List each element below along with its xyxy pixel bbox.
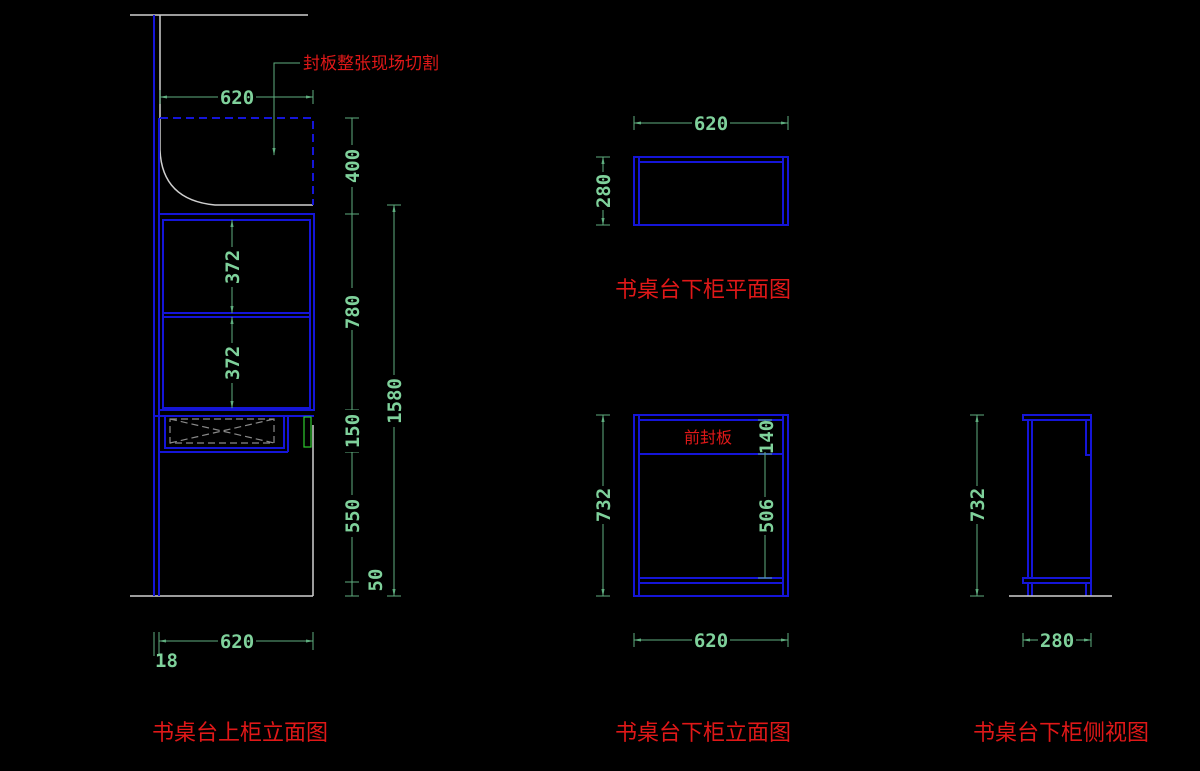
side-bottom-board [1022, 577, 1092, 584]
note-cut-on-site: 封板整张现场切割 [303, 54, 439, 74]
title-lower-cabinet-side-view: 书桌台下柜侧视图 [973, 721, 1149, 746]
dim-drawer: 150 [342, 414, 364, 448]
dim-elev-height: 732 [593, 488, 615, 522]
dim-base: 50 [365, 569, 387, 592]
lower-cabinet-side-view: 732 280 书桌台下柜侧视图 [967, 414, 1149, 746]
dim-opening: 506 [756, 499, 778, 533]
dim-knee-space: 550 [342, 499, 364, 533]
plan-outline [633, 156, 789, 226]
upper-cabinet-elevation: 620 封板整张现场切割 372 372 400 780 150 550 50 [130, 14, 439, 746]
dim-shelf-2: 372 [222, 346, 244, 380]
dim-plan-width: 620 [694, 113, 728, 135]
note-leader [272, 62, 300, 156]
drawer-box-hidden [169, 418, 275, 444]
lower-cabinet-plan: 620 280 书桌台下柜平面图 [593, 112, 791, 303]
dim-plan-depth: 280 [593, 174, 615, 208]
side-top-board [1022, 414, 1092, 421]
dim-front-panel: 140 [756, 420, 778, 454]
side-front-panel [1085, 420, 1091, 456]
drawer-front [164, 416, 285, 449]
title-upper-cabinet-elevation: 书桌台上柜立面图 [152, 721, 328, 746]
title-lower-cabinet-plan: 书桌台下柜平面图 [615, 278, 791, 303]
shelf-box-outer [158, 213, 315, 411]
cover-panel-dashed [160, 117, 314, 205]
dim-open-section: 780 [342, 295, 364, 329]
elevation-outline [633, 414, 789, 597]
dim-panel-thickness: 18 [155, 650, 178, 672]
dim-side-depth: 280 [1040, 630, 1074, 652]
handle [303, 416, 312, 448]
dim-shelf-1: 372 [222, 250, 244, 284]
drawer-cross-hidden [169, 418, 275, 444]
dim-top-panel: 400 [342, 149, 364, 183]
dim-side-height: 732 [967, 488, 989, 522]
dim-elev-width: 620 [694, 630, 728, 652]
dim-width-top: 620 [220, 87, 254, 109]
title-lower-cabinet-elevation: 书桌台下柜立面图 [615, 721, 791, 746]
dim-width-bottom: 620 [220, 631, 254, 653]
curved-panel-outline [159, 15, 313, 206]
label-front-panel: 前封板 [684, 428, 732, 447]
lower-cabinet-elevation: 前封板 140 506 732 620 书桌台下柜立面图 [593, 414, 791, 746]
dim-total-height: 1580 [384, 378, 406, 424]
